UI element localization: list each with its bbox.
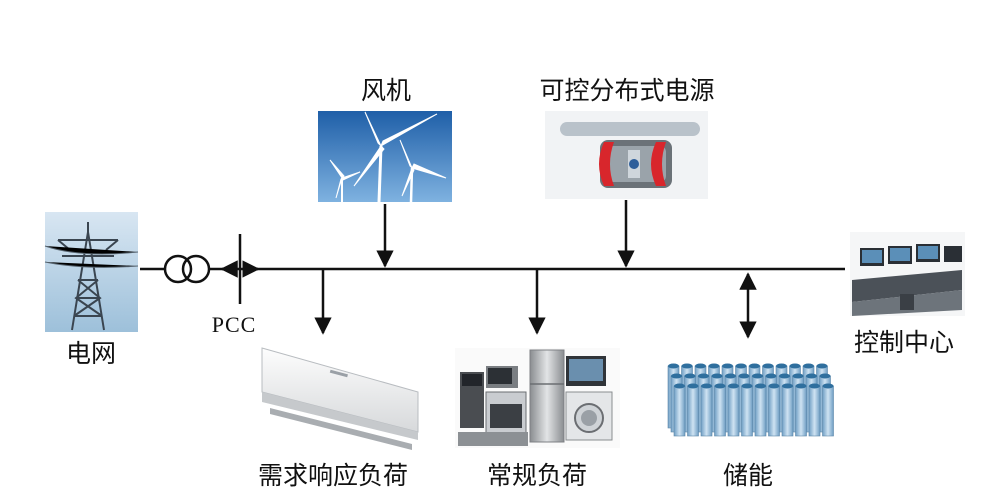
storage-label: 储能 <box>723 461 773 490</box>
wind-turbine-icon <box>318 111 452 203</box>
air-conditioner-icon <box>261 347 419 450</box>
home-appliances-icon <box>455 348 620 448</box>
control-room-icon <box>850 232 965 316</box>
generator-icon <box>545 111 708 199</box>
transformer-icon <box>163 254 211 284</box>
grid-label: 电网 <box>66 339 116 368</box>
control-label: 控制中心 <box>854 328 954 357</box>
battery-pack-icon <box>664 346 840 450</box>
pcc-label: PCC <box>212 312 257 337</box>
dr-load-label: 需求响应负荷 <box>258 461 408 490</box>
dg-label: 可控分布式电源 <box>539 76 714 105</box>
bus-lines <box>140 200 845 339</box>
regular-load-label: 常规负荷 <box>487 461 587 490</box>
wind-label: 风机 <box>361 76 411 105</box>
transmission-tower-icon <box>44 212 139 332</box>
